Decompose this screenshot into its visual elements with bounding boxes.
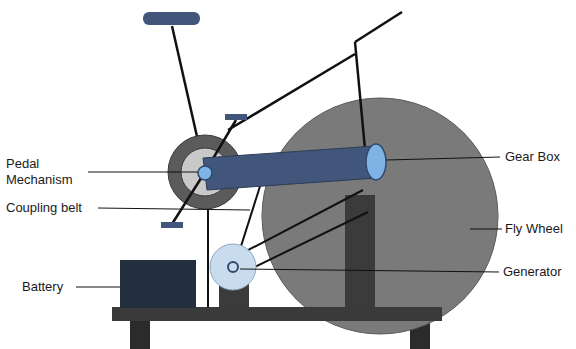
leader-line xyxy=(240,269,499,272)
crank-arm xyxy=(172,172,205,224)
part-label: Generator xyxy=(503,264,573,280)
generator xyxy=(210,244,256,290)
base-platform xyxy=(112,307,442,321)
part-label: Gear Box xyxy=(505,149,573,165)
base-leg xyxy=(130,318,150,349)
part-label: Fly Wheel xyxy=(505,221,573,237)
battery xyxy=(120,260,196,308)
flywheel xyxy=(262,98,498,334)
leader-line xyxy=(470,229,502,230)
chain-housing xyxy=(203,146,377,190)
handlebar xyxy=(355,12,402,42)
handlebar-brace xyxy=(228,54,355,130)
pedal-hub xyxy=(198,166,212,180)
leader-line xyxy=(98,208,250,210)
leader-line xyxy=(88,172,198,173)
flywheel-stand xyxy=(345,195,375,308)
handlebar-post xyxy=(355,42,366,160)
leader-line xyxy=(386,157,500,160)
part-label: Battery xyxy=(22,279,76,295)
part-label: Coupling belt xyxy=(6,200,98,216)
seat xyxy=(143,12,200,25)
generator-shaft xyxy=(228,262,238,272)
gear-box xyxy=(366,144,386,180)
pedal xyxy=(161,222,183,228)
pedal xyxy=(225,114,247,120)
leader-line xyxy=(76,287,120,288)
part-label: Pedal Mechanism xyxy=(6,156,84,188)
